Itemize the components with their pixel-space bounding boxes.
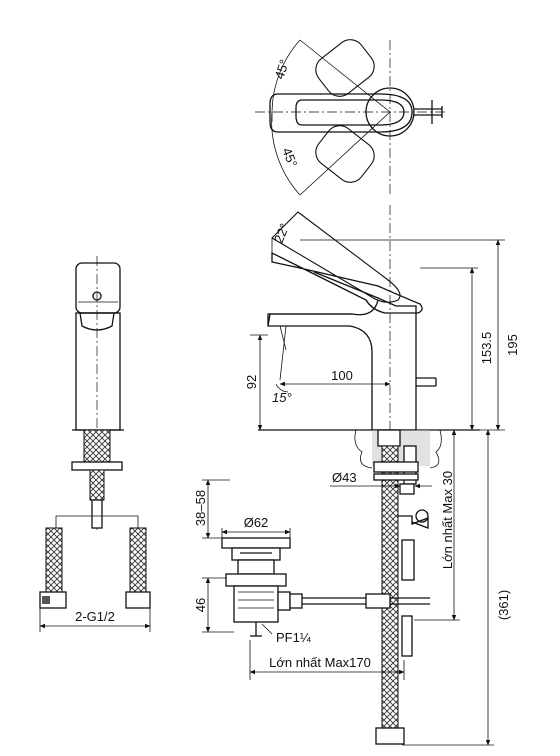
top-angle-a-label: 45°	[272, 58, 292, 81]
top-angle-b-label: 45°	[279, 146, 300, 170]
top-view	[255, 39, 445, 196]
height-46-label: 46	[193, 598, 208, 612]
diameter-43-label: Ø43	[332, 470, 357, 485]
side-dimensions	[250, 239, 505, 746]
g-thread-label: 2-G1/2	[75, 609, 115, 624]
reach-100-label: 100	[331, 368, 353, 383]
height-92-label: 92	[244, 375, 259, 389]
height-153-label: 153.5	[479, 332, 494, 365]
side-view	[258, 205, 480, 745]
waste-dimensions	[202, 479, 405, 680]
height-195-label: 195	[505, 334, 520, 356]
popup-waste	[221, 537, 303, 637]
lever-angle-label: 22°	[271, 221, 292, 245]
height-38-58-label: 38–58	[193, 490, 208, 526]
diameter-62-label: Ø62	[244, 515, 269, 530]
max-30-label: Lớn nhất Max 30	[440, 471, 455, 569]
front-view	[39, 256, 151, 632]
max-170-label: Lớn nhất Max170	[269, 655, 371, 670]
pf-thread-label: PF1¼	[276, 630, 311, 645]
spout-angle-label: 15°	[272, 390, 292, 405]
total-361-label: (361)	[496, 590, 511, 620]
